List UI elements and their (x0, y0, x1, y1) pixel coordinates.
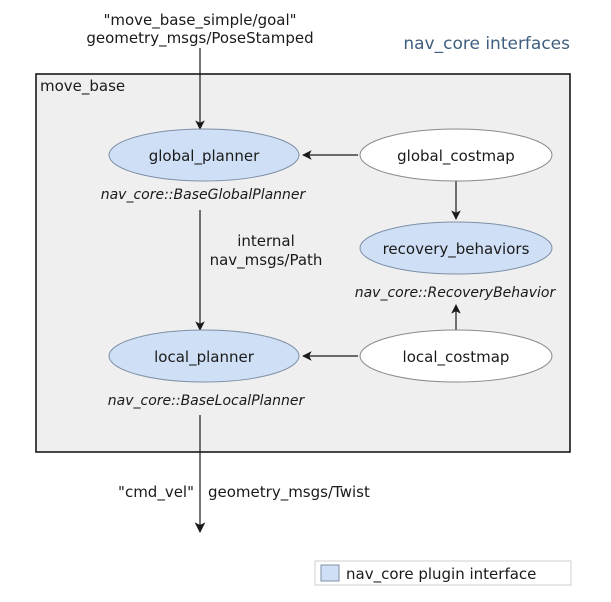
output-topic-type: geometry_msgs/Twist (208, 483, 370, 502)
node-local-planner (108, 329, 300, 383)
local-planner-label: local_planner (154, 348, 255, 367)
internal-label: internal (237, 232, 295, 250)
legend-label: nav_core plugin interface (346, 565, 536, 584)
global-planner-interface: nav_core::BaseGlobalPlanner (101, 187, 307, 203)
local-planner-interface: nav_core::BaseLocalPlanner (108, 393, 306, 409)
input-topic-type: geometry_msgs/PoseStamped (86, 29, 313, 48)
global-planner-label: global_planner (149, 147, 260, 166)
recovery-behaviors-interface: nav_core::RecoveryBehavior (355, 285, 557, 301)
node-global-costmap (359, 128, 553, 182)
node-recovery-behaviors (359, 221, 553, 275)
global-costmap-label: global_costmap (397, 147, 515, 166)
legend-box (314, 560, 572, 586)
legend-swatch (320, 564, 340, 582)
recovery-behaviors-label: recovery_behaviors (383, 240, 530, 259)
node-local-costmap (359, 329, 553, 383)
internal-path-type: nav_msgs/Path (210, 251, 323, 270)
local-costmap-label: local_costmap (403, 348, 510, 367)
node-global-planner (108, 128, 300, 182)
input-topic-name: "move_base_simple/goal" (103, 11, 296, 30)
output-topic-name: "cmd_vel" (118, 483, 194, 502)
diagram-title: nav_core interfaces (403, 34, 570, 54)
move-base-label: move_base (40, 77, 125, 96)
